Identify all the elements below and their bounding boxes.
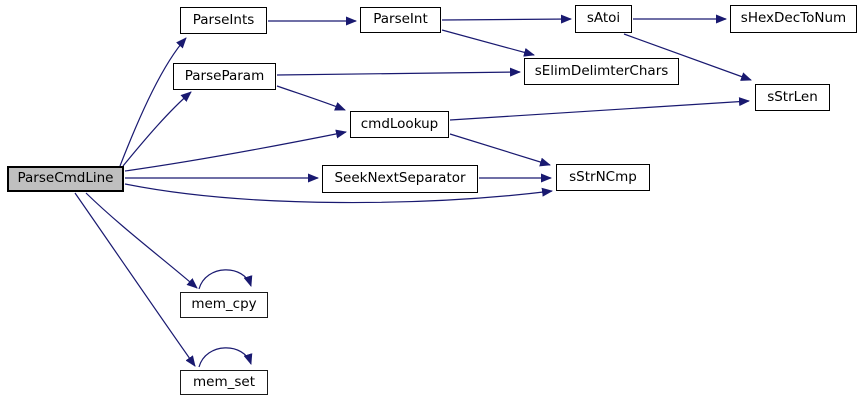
node-cmdLookup[interactable]: cmdLookup xyxy=(350,111,449,138)
node-ParseParam[interactable]: ParseParam xyxy=(173,63,276,90)
edge-ParseCmdLine-sStrNCmp xyxy=(124,183,553,204)
edge-ParseCmdLine-cmdLookup xyxy=(124,129,347,172)
edge-ParseInt-sAtoi xyxy=(441,14,572,24)
edge-ParseParam-cmdLookup xyxy=(276,85,346,111)
edge-ParseCmdLine-ParseParam xyxy=(122,91,192,167)
edge-sAtoi-sStrLen xyxy=(623,33,752,81)
node-sStrLen[interactable]: sStrLen xyxy=(755,84,830,111)
node-mem_cpy[interactable]: mem_cpy xyxy=(180,292,268,318)
node-mem_set[interactable]: mem_set xyxy=(180,370,268,395)
edge-mem_set-self-loop xyxy=(198,347,253,368)
edge-ParseInt-sElimDelimterChars xyxy=(441,29,535,57)
edge-mem_cpy-self-loop xyxy=(198,269,253,290)
edge-ParseCmdLine-mem_cpy xyxy=(85,192,198,289)
edge-cmdLookup-sStrNCmp xyxy=(449,133,551,167)
node-ParseCmdLine: ParseCmdLine xyxy=(7,166,124,192)
edge-ParseCmdLine-mem_set xyxy=(74,192,196,367)
node-sElimDelimterChars[interactable]: sElimDelimterChars xyxy=(524,58,679,85)
node-sStrNCmp[interactable]: sStrNCmp xyxy=(556,164,650,191)
edge-ParseParam-sElimDelimterChars xyxy=(276,67,521,77)
node-SeekNextSeparator[interactable]: SeekNextSeparator xyxy=(322,165,478,193)
edge-ParseCmdLine-ParseInts xyxy=(119,37,187,167)
node-sHexDecToNum[interactable]: sHexDecToNum xyxy=(730,5,857,33)
node-ParseInts[interactable]: ParseInts xyxy=(180,7,267,34)
edge-cmdLookup-sStrLen xyxy=(449,97,750,121)
node-ParseInt[interactable]: ParseInt xyxy=(360,7,441,33)
node-sAtoi[interactable]: sAtoi xyxy=(575,5,632,33)
